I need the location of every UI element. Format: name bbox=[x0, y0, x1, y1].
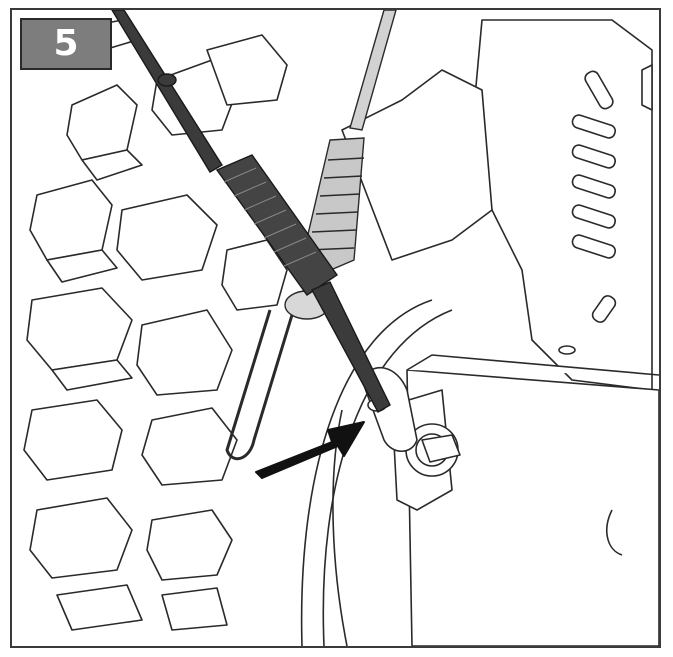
dark-cable bbox=[111, 10, 391, 413]
pointer-arrow-icon bbox=[255, 421, 365, 479]
cable-attachment-illustration bbox=[23, 10, 659, 646]
engine-housing bbox=[341, 19, 659, 646]
tire-tread bbox=[23, 19, 288, 631]
instruction-panel: 5 bbox=[10, 8, 661, 648]
step-number-badge: 5 bbox=[20, 18, 112, 70]
mounting-bracket bbox=[361, 366, 461, 511]
vent-slots bbox=[571, 64, 653, 323]
